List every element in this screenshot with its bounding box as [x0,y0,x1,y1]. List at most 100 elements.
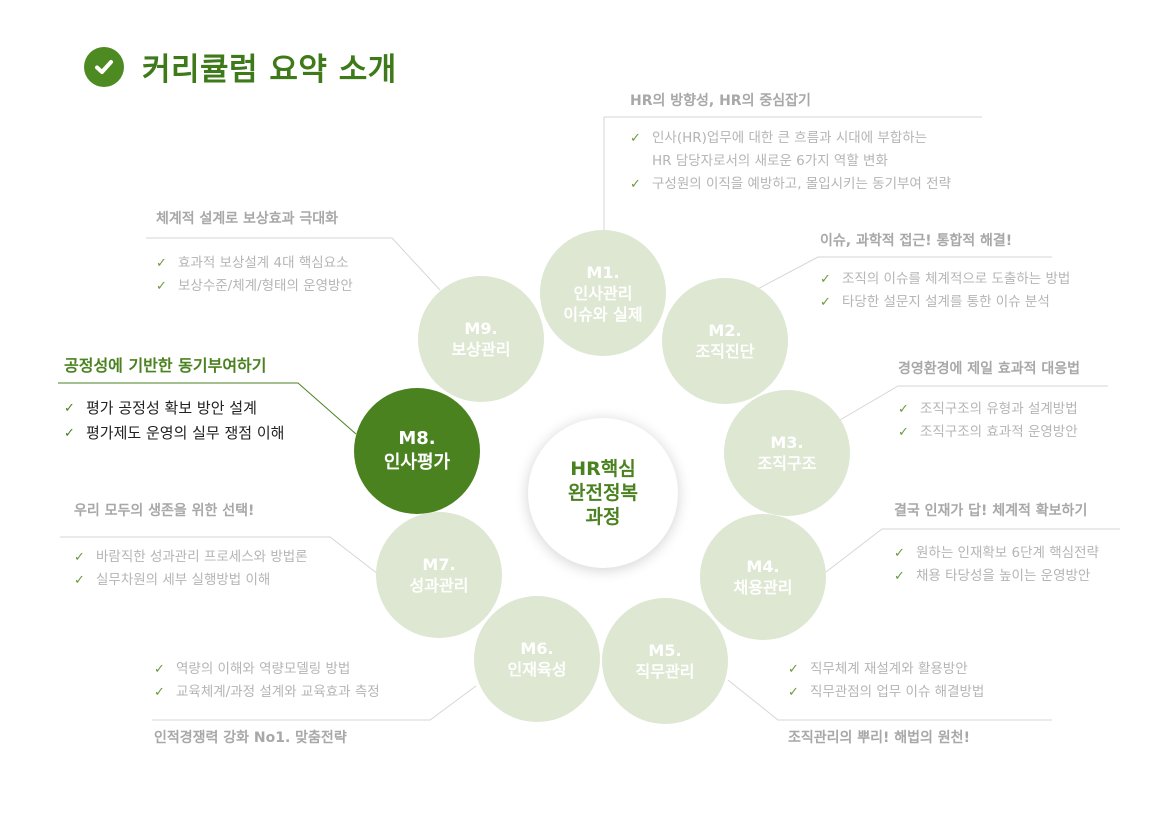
group-m1: HR의 방향성, HR의 중심잡기 ✓ 인사(HR)업무에 대한 큰 흐름과 시대… [630,90,951,196]
module-code: M1. [586,262,620,282]
item-text: HR 담당자로서의 새로운 6가지 역할 변화 [652,153,888,169]
m9-connector [146,237,441,291]
group-m7: 우리 모두의 생존을 위한 선택! ✓ 바람직한 성과관리 프로세스와 방법론 ✓… [74,500,308,592]
check-icon: ✓ [630,131,641,146]
check-icon: ✓ [820,272,831,287]
group-title: 이슈, 과학적 접근! 통합적 해결! [820,233,1013,249]
check-icon: ✓ [154,685,165,700]
module-name: 직무관리 [635,662,695,681]
check-icon: ✓ [788,685,799,700]
group-title: 공정성에 기반한 동기부여하기 [64,356,267,375]
item-text: 조직구조의 효과적 운영방안 [920,424,1078,440]
list-item: ✓ 보상수준/체계/형태의 운영방안 [156,275,353,298]
list-item: ✓ 조직구조의 유형과 설계방법 [898,398,1080,421]
module-name: 조직진단 [695,342,755,361]
m4-connector [825,528,1120,573]
module-name: 인사관리 [573,283,633,303]
module-m4[interactable]: M4. 채용관리 [700,514,826,640]
item-text: 구성원의 이직을 예방하고, 몰입시키는 동기부여 전략 [652,176,951,192]
module-m6[interactable]: M6. 인재육성 [474,596,600,722]
center-line-2: 완전정복 [568,482,638,504]
list-item: ✓ 직무관점의 업무 이슈 해결방법 [788,681,984,704]
m7-connector [60,536,379,575]
group-title: HR의 방향성, HR의 중심잡기 [630,93,811,109]
center-course-title: HR핵심 완전정복 과정 [528,418,678,568]
item-text: 원하는 인재확보 6단계 핵심전략 [916,545,1099,561]
module-code: M8. [398,428,436,449]
m3-connector [839,385,1108,421]
item-text: 조직의 이슈를 체계적으로 도출하는 방법 [842,271,1071,287]
item-text: 실무차원의 세부 실행방법 이해 [96,572,271,588]
item-text: 인사(HR)업무에 대한 큰 흐름과 시대에 부합하는 [652,130,928,146]
m6-connector [152,685,477,721]
group-title: 경영환경에 제일 효과적 대응법 [898,361,1081,377]
check-icon: ✓ [74,550,85,565]
module-code: M2. [708,321,742,340]
module-code: M3. [770,433,804,452]
group-m8: 공정성에 기반한 동기부여하기 ✓ 평가 공정성 확보 방안 설계 ✓평가제도 운… [64,352,284,446]
list-item: HR 담당자로서의 새로운 6가지 역할 변화 [630,150,951,173]
center-line-3: 과정 [585,506,621,528]
list-item: ✓ 실무차원의 세부 실행방법 이해 [74,569,308,592]
check-icon: ✓ [74,573,85,588]
check-icon: ✓ [156,256,167,271]
center-line-1: HR핵심 [570,458,636,480]
list-item: ✓타당한 설문지 설계를 통한 이슈 분석 [820,291,1070,314]
item-text: 조직구조의 유형과 설계방법 [920,401,1078,417]
item-text: 타당한 설문지 설계를 통한 이슈 분석 [842,294,1050,310]
list-item: ✓ 원하는 인재확보 6단계 핵심전략 [894,542,1099,565]
item-text: 교육체계/과정 설계와 교육효과 측정 [176,684,380,700]
m1-connector [603,116,982,232]
module-code: M6. [520,639,554,658]
module-m3[interactable]: M3. 조직구조 [724,390,850,516]
item-text: 평가 공정성 확보 방안 설계 [86,399,257,417]
check-icon: ✓ [630,177,641,192]
list-item: ✓ 조직의 이슈를 체계적으로 도출하는 방법 [820,268,1070,291]
group-title: 조직관리의 뿌리! 해법의 원천! [788,730,970,746]
module-m8[interactable]: M8. 인사평가 [354,388,480,514]
item-text: 보상수준/체계/형태의 운영방안 [178,278,353,294]
list-item: ✓ 평가 공정성 확보 방안 설계 [64,396,284,421]
module-code: M4. [746,557,780,576]
check-icon: ✓ [898,425,909,440]
module-m2[interactable]: M2. 조직진단 [662,278,788,404]
item-text: 효과적 보상설계 4대 핵심요소 [178,255,349,271]
check-icon: ✓ [894,569,905,584]
list-item: ✓평가제도 운영의 실무 쟁점 이해 [64,421,284,446]
module-m5[interactable]: M5. 직무관리 [602,598,728,724]
check-icon: ✓ [788,662,799,677]
group-title: 인적경쟁력 강화 No1. 맞춤전략 [154,730,347,746]
module-code: M7. [422,555,456,574]
group-title: 결국 인재가 답! 체계적 확보하기 [894,503,1088,519]
group-m9: 체계적 설계로 보상효과 극대화 ✓ 효과적 보상설계 4대 핵심요소 ✓ 보상수준… [156,208,353,298]
check-icon: ✓ [898,402,909,417]
module-name: 성과관리 [409,576,469,595]
m5-connector [727,679,1052,721]
module-m7[interactable]: M7. 성과관리 [376,512,502,638]
item-text: 바람직한 성과관리 프로세스와 방법론 [96,549,308,565]
item-text: 직무관점의 업무 이슈 해결방법 [810,684,985,700]
module-name-line2: 이슈와 실제 [563,304,643,324]
check-icon: ✓ [156,279,167,294]
check-icon: ✓ [154,662,165,677]
group-title: 체계적 설계로 보상효과 극대화 [156,211,339,227]
group-m2: 이슈, 과학적 접근! 통합적 해결! ✓ 조직의 이슈를 체계적으로 도출하는 … [820,230,1070,314]
module-name: 보상관리 [451,340,511,359]
group-m3: 경영환경에 제일 효과적 대응법 ✓ 조직구조의 유형과 설계방법 ✓ 조직구조의 … [898,358,1080,444]
module-m9[interactable]: M9. 보상관리 [418,276,544,402]
module-name: 인재육성 [507,660,567,679]
list-item: ✓ 바람직한 성과관리 프로세스와 방법론 [74,546,308,569]
module-code: M9. [464,319,498,338]
module-name: 조직구조 [757,454,817,473]
module-m1[interactable]: M1. 인사관리 이슈와 실제 [540,230,666,356]
page-header: 커리큘럼 요약 소개 [84,44,397,89]
m8-connector [58,382,357,435]
check-icon: ✓ [894,546,905,561]
group-title: 우리 모두의 생존을 위한 선택! [74,503,255,519]
list-item: ✓채용 타당성을 높이는 운영방안 [894,565,1099,588]
list-item: ✓ 인사(HR)업무에 대한 큰 흐름과 시대에 부합하는 [630,127,951,150]
check-icon: ✓ [64,401,75,416]
page-title: 커리큘럼 요약 소개 [142,52,397,88]
item-text: 평가제도 운영의 실무 쟁점 이해 [86,424,285,442]
